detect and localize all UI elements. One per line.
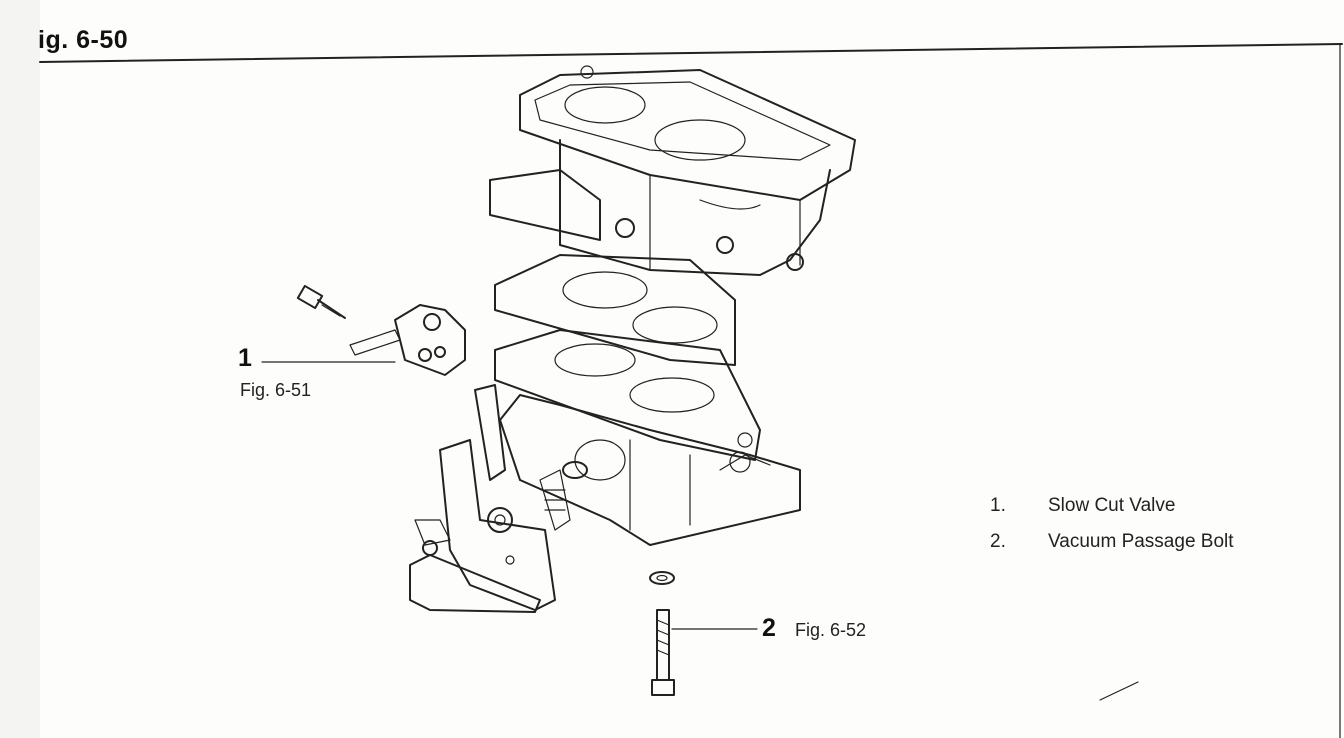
valve-screw bbox=[296, 284, 346, 319]
legend-item-label: Vacuum Passage Bolt bbox=[1048, 531, 1234, 552]
legend-item: 2. Vacuum Passage Bolt bbox=[990, 524, 1234, 560]
throttle-body bbox=[499, 394, 801, 546]
callout-2-reference: Fig. 6-52 bbox=[795, 620, 867, 640]
callout-2-number: 2 bbox=[762, 614, 776, 642]
throttle-linkage bbox=[409, 384, 588, 613]
air-horn-body bbox=[489, 65, 856, 276]
legend-item: 1. Slow Cut Valve bbox=[990, 488, 1234, 524]
page-margin bbox=[0, 0, 40, 738]
legend-item-number: 2. bbox=[990, 531, 1006, 552]
legend-item-label: Slow Cut Valve bbox=[1048, 495, 1176, 516]
slow-cut-valve bbox=[349, 304, 466, 376]
upper-gasket bbox=[494, 254, 736, 366]
figure-title: ig. 6-50 bbox=[38, 26, 129, 54]
vacuum-passage-bolt bbox=[649, 571, 675, 696]
legend: 1. Slow Cut Valve 2. Vacuum Passage Bolt bbox=[990, 488, 1234, 560]
scan-mark bbox=[1099, 681, 1139, 701]
callout-1-reference: Fig. 6-51 bbox=[240, 380, 312, 400]
spacer-plate bbox=[494, 329, 761, 461]
callout-1-number: 1 bbox=[238, 344, 252, 372]
legend-item-number: 1. bbox=[990, 495, 1006, 516]
